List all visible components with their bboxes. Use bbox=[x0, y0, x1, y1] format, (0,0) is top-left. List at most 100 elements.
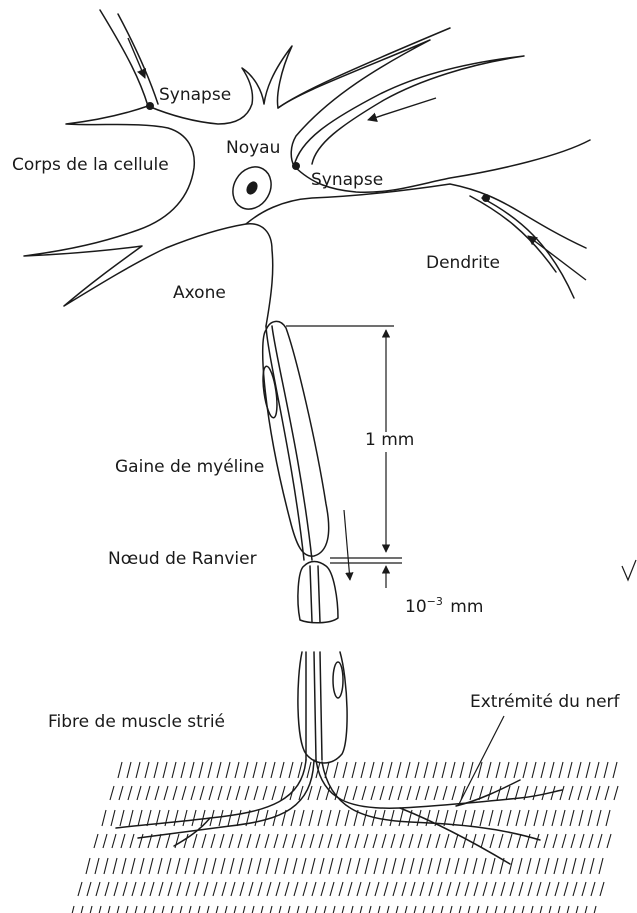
hatch-stroke bbox=[183, 810, 187, 826]
hatch-stroke bbox=[416, 786, 420, 800]
hatch-stroke bbox=[571, 834, 575, 848]
hatch-stroke bbox=[436, 834, 440, 848]
hatch-stroke bbox=[229, 834, 233, 848]
hatch-stroke bbox=[345, 810, 349, 826]
hatch-stroke bbox=[271, 762, 275, 778]
hatch-stroke bbox=[147, 810, 151, 826]
hatch-stroke bbox=[473, 858, 477, 874]
hatch-stroke bbox=[357, 882, 361, 896]
hatch-stroke bbox=[514, 762, 518, 778]
hatch-stroke bbox=[187, 906, 191, 913]
hatch-stroke bbox=[208, 762, 212, 778]
hatch-stroke bbox=[397, 762, 401, 778]
hatch-stroke bbox=[190, 762, 194, 778]
hatch-stroke bbox=[327, 810, 331, 826]
arrow-right bbox=[528, 236, 586, 280]
hatch-stroke bbox=[445, 834, 449, 848]
hatch-stroke bbox=[388, 762, 392, 778]
hatch-stroke bbox=[235, 762, 239, 778]
hatch-stroke bbox=[217, 762, 221, 778]
hatch-stroke bbox=[173, 786, 177, 800]
hatch-stroke bbox=[128, 786, 132, 800]
hatch-stroke bbox=[550, 762, 554, 778]
hatch-stroke bbox=[352, 762, 356, 778]
hatch-stroke bbox=[506, 786, 510, 800]
hatch-stroke bbox=[145, 762, 149, 778]
hatch-stroke bbox=[226, 762, 230, 778]
hatch-stroke bbox=[300, 810, 304, 826]
hatch-stroke bbox=[258, 882, 262, 896]
hatch-stroke bbox=[319, 834, 323, 848]
hatch-stroke bbox=[130, 834, 134, 848]
hatch-stroke bbox=[139, 834, 143, 848]
hatch-stroke bbox=[205, 906, 209, 913]
hatch-stroke bbox=[587, 786, 591, 800]
axon-upper bbox=[266, 326, 304, 560]
hatch-stroke bbox=[563, 858, 567, 874]
hatch-stroke bbox=[401, 858, 405, 874]
hatch-stroke bbox=[555, 882, 559, 896]
hatch-stroke bbox=[295, 906, 299, 913]
hatch-stroke bbox=[482, 858, 486, 874]
hatch-stroke bbox=[556, 906, 560, 913]
hatch-stroke bbox=[519, 882, 523, 896]
dendrite-upper-right-outer bbox=[278, 40, 430, 166]
hatch-stroke bbox=[169, 906, 173, 913]
hatch-stroke bbox=[211, 834, 215, 848]
hatch-stroke bbox=[256, 834, 260, 848]
hatch-stroke bbox=[403, 906, 407, 913]
hatch-stroke bbox=[381, 810, 385, 826]
hatch-stroke bbox=[185, 858, 189, 874]
hatch-stroke bbox=[517, 834, 521, 848]
hatch-stroke bbox=[196, 906, 200, 913]
hatch-stroke bbox=[364, 834, 368, 848]
hatch-stroke bbox=[151, 906, 155, 913]
hatch-stroke bbox=[127, 762, 131, 778]
hatch-stroke bbox=[340, 906, 344, 913]
hatch-stroke bbox=[490, 834, 494, 848]
hatch-stroke bbox=[336, 810, 340, 826]
label-gaine-myeline: Gaine de myéline bbox=[115, 457, 264, 477]
hatch-stroke bbox=[428, 858, 432, 874]
hatch-stroke bbox=[339, 882, 343, 896]
hatch-stroke bbox=[439, 906, 443, 913]
hatch-stroke bbox=[534, 810, 538, 826]
hatch-stroke bbox=[508, 834, 512, 848]
muscle-fiber-hatching bbox=[70, 762, 618, 913]
myelin-segment-1 bbox=[263, 321, 329, 556]
hatch-stroke bbox=[121, 834, 125, 848]
hatch-stroke bbox=[365, 858, 369, 874]
hatch-stroke bbox=[457, 906, 461, 913]
hatch-stroke bbox=[355, 834, 359, 848]
hatch-stroke bbox=[70, 906, 74, 913]
hatch-stroke bbox=[430, 906, 434, 913]
hatch-stroke bbox=[361, 762, 365, 778]
hatch-stroke bbox=[255, 810, 259, 826]
hatch-stroke bbox=[464, 858, 468, 874]
hatch-stroke bbox=[280, 762, 284, 778]
hatch-stroke bbox=[119, 786, 123, 800]
hatch-stroke bbox=[146, 786, 150, 800]
hatch-stroke bbox=[254, 786, 258, 800]
hatch-stroke bbox=[532, 762, 536, 778]
hatch-stroke bbox=[546, 882, 550, 896]
hatch-stroke bbox=[597, 810, 601, 826]
hatch-stroke bbox=[293, 858, 297, 874]
hatch-stroke bbox=[471, 810, 475, 826]
hatch-stroke bbox=[219, 810, 223, 826]
hatch-stroke bbox=[569, 786, 573, 800]
hatch-stroke bbox=[168, 882, 172, 896]
hatch-stroke bbox=[265, 834, 269, 848]
hatch-stroke bbox=[384, 882, 388, 896]
hatch-stroke bbox=[284, 858, 288, 874]
hatch-stroke bbox=[613, 762, 617, 778]
hatch-stroke bbox=[140, 858, 144, 874]
hatch-stroke bbox=[159, 882, 163, 896]
hatch-stroke bbox=[393, 882, 397, 896]
hatch-stroke bbox=[469, 762, 473, 778]
hatch-stroke bbox=[456, 882, 460, 896]
hatch-stroke bbox=[95, 858, 99, 874]
hatch-stroke bbox=[193, 834, 197, 848]
hatch-stroke bbox=[533, 786, 537, 800]
hatch-stroke bbox=[415, 762, 419, 778]
